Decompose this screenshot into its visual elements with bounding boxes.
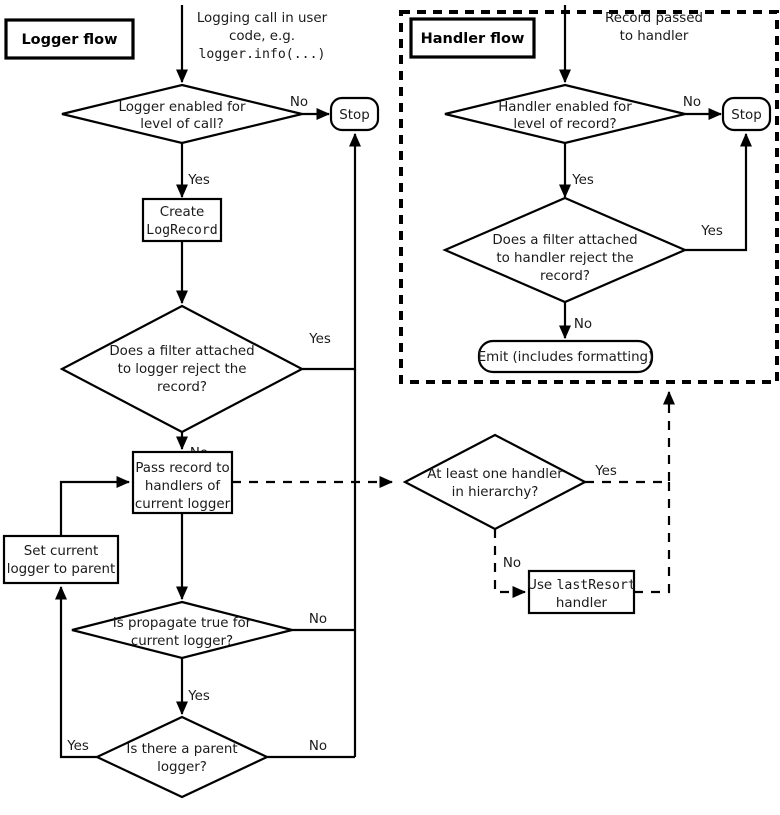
edge-label-handler-enabled-no: No <box>683 95 701 110</box>
node-pass-record-line-3: current logger <box>135 497 231 512</box>
handler-entry-note-line-1: Record passed <box>605 11 703 26</box>
edge-label-logger-enabled-no: No <box>290 95 308 110</box>
handler-entry-note-line-2: to handler <box>620 29 689 44</box>
node-set-parent-line-1: Set current <box>24 544 99 559</box>
node-handler-enabled-line-1: Handler enabled for <box>498 100 632 115</box>
node-create-logrecord <box>141 197 223 243</box>
node-create-logrecord-line-1: Create <box>160 205 205 220</box>
node-handler-stop-label: Stop <box>731 108 761 123</box>
node-handler-filter <box>442 196 688 304</box>
node-is-propagate-line-2: current logger? <box>131 634 233 649</box>
node-handler-filter-line-1: Does a filter attached <box>492 233 637 248</box>
logger-flow-legend-label: Logger flow <box>21 32 117 48</box>
node-last-resort-line-2: handler <box>556 596 608 611</box>
node-logger-stop <box>329 96 380 132</box>
node-any-handler-line-1: At least one handler <box>427 467 563 482</box>
edge-label-logger-filter-yes: Yes <box>308 332 331 347</box>
node-last-resort-code: lastResort <box>556 578 635 593</box>
edge-last-resort-to-rail <box>634 482 671 594</box>
node-last-resort-line-1: Use lastResort <box>527 578 636 593</box>
node-is-propagate-line-1: Is propagate true for <box>113 616 252 631</box>
edge-label-has-parent-yes: Yes <box>66 739 89 754</box>
logger-entry-note-code: logger.info(...) <box>198 47 325 62</box>
logger-entry-note-line-3: logger.info(...) <box>198 47 325 62</box>
handler-flow-legend-label: Handler flow <box>421 31 525 47</box>
node-handler-filter-line-3: record? <box>540 269 590 284</box>
node-any-handler <box>402 433 588 531</box>
edge-any-handler-yes <box>585 390 676 484</box>
edge-label-handler-enabled-yes: Yes <box>571 173 594 188</box>
edge-label-is-propagate-yes: Yes <box>187 689 210 704</box>
edge-has-parent-yes <box>54 585 97 759</box>
handler-flow-legend-box <box>409 17 536 59</box>
node-has-parent <box>94 715 270 799</box>
node-has-parent-line-2: logger? <box>157 760 207 775</box>
edge-label-any-handler-no: No <box>503 556 521 571</box>
node-create-logrecord-code: LogRecord <box>146 223 217 238</box>
logger-entry-note-line-1: Logging call in user <box>197 11 328 26</box>
node-handler-stop <box>721 96 772 132</box>
node-set-parent-line-2: logger to parent <box>7 562 116 577</box>
node-pass-record-line-2: handlers of <box>145 479 221 494</box>
node-emit-label: Emit (includes formatting) <box>478 350 654 365</box>
node-create-logrecord-line-2: LogRecord <box>146 223 217 238</box>
edge-label-any-handler-yes: Yes <box>594 464 617 479</box>
node-handler-filter-line-2: to handler reject the <box>496 251 633 266</box>
node-handler-enabled-line-2: level of record? <box>513 117 616 132</box>
edge-label-logger-enabled-yes: Yes <box>187 173 210 188</box>
node-pass-record-line-1: Pass record to <box>135 461 229 476</box>
node-logger-enabled-line-1: Logger enabled for <box>119 100 246 115</box>
edge-label-is-propagate-no: No <box>309 612 327 627</box>
node-pass-record <box>131 450 234 515</box>
node-logger-filter-line-3: record? <box>157 380 207 395</box>
edge-label-has-parent-no: No <box>309 739 327 754</box>
edge-any-handler-no <box>493 529 527 599</box>
node-any-handler-line-2: in hierarchy? <box>452 485 539 500</box>
edge-set-parent-to-pass-record <box>59 475 131 536</box>
node-emit <box>477 339 654 374</box>
edge-handler-filter-yes <box>685 132 753 252</box>
node-has-parent-line-1: Is there a parent <box>126 742 237 757</box>
logger-flow-legend-box <box>4 18 135 60</box>
node-last-resort-prefix: Use <box>527 578 556 593</box>
node-logger-enabled-line-2: level of call? <box>140 117 223 132</box>
edge-label-handler-filter-yes: Yes <box>700 224 723 239</box>
node-logger-stop-label: Stop <box>339 108 369 123</box>
edge-label-handler-filter-no: No <box>574 317 592 332</box>
handler-flow-group-border <box>399 10 779 384</box>
node-logger-filter-line-2: to logger reject the <box>118 362 247 377</box>
node-logger-filter-line-1: Does a filter attached <box>109 344 254 359</box>
logger-entry-note-line-2: code, e.g. <box>229 29 295 44</box>
